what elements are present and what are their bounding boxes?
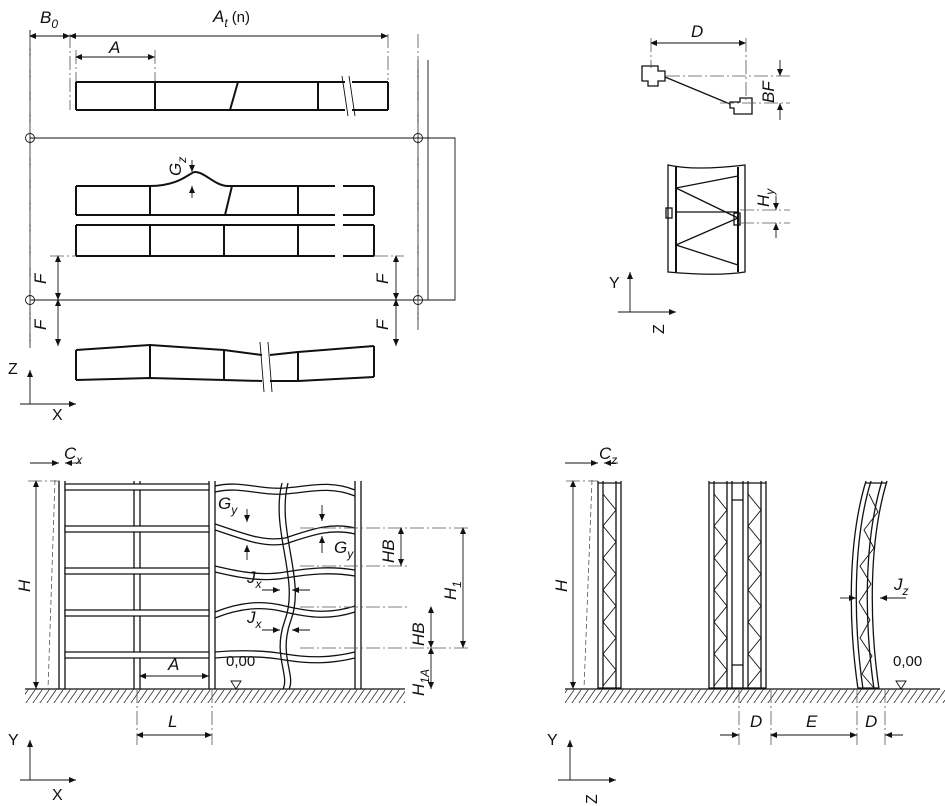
beam-row-top [75,75,389,117]
axis-z-label-2: Z [651,324,668,334]
beams-left-bays [64,483,210,659]
plan-view-xz [20,30,456,407]
label-at: At(n) [212,7,250,30]
upright-frame-1 [597,481,622,689]
label-gy-2: Gy [334,538,354,561]
label-bf: BF [759,80,778,103]
label-d-top: D [691,22,703,41]
label-b0: B0 [40,8,58,31]
label-f-left-2: F [31,318,50,330]
beams-deflected-bays [214,483,356,664]
label-cz: Cz [599,444,617,467]
label-hb-2: HB [409,622,428,646]
label-level-front: 0,00 [226,653,255,670]
label-h1: H1 [441,581,464,600]
label-f-right-2: F [373,318,392,330]
label-hy: Hy [754,188,777,207]
axis-x-label-1: X [52,407,63,424]
label-h-side: H [552,579,571,592]
label-jx-1: Jx [246,568,263,591]
label-gz: Gz [166,157,189,176]
upright-frame-double [708,481,767,689]
beam-detail-view [618,38,790,315]
label-l: L [168,712,177,731]
label-a-front: A [167,655,179,674]
label-hb-1: HB [379,539,398,563]
label-gy-1: Gy [218,494,238,517]
label-jx-2: Jx [246,608,263,631]
label-h-front: H [15,579,34,592]
side-elevation-zy [558,460,945,783]
label-f-left-1: F [31,272,50,284]
beam-row-3 [75,224,375,257]
label-cx: Cx [64,444,83,467]
label-a-top: A [108,38,120,57]
label-f-right-1: F [373,272,392,284]
label-d-2: D [865,712,877,731]
axis-y-label-3: Y [8,732,19,749]
label-e: E [806,712,818,731]
label-jz: Jz [893,575,909,598]
axis-x-label-3: X [52,787,63,804]
beam-row-gz [75,160,375,216]
axis-z-label-1: Z [8,361,18,378]
upright-frame-bowed [850,480,888,690]
front-elevation-xy [20,460,470,783]
axis-y-label-2: Y [609,275,620,292]
axis-y-label-4: Y [547,732,558,749]
label-d-1: D [750,712,762,731]
label-level-side: 0,00 [893,653,922,670]
axis-z-label-4: Z [584,794,601,804]
beam-row-bottom [75,341,375,393]
label-h1a: H1A [409,669,432,696]
